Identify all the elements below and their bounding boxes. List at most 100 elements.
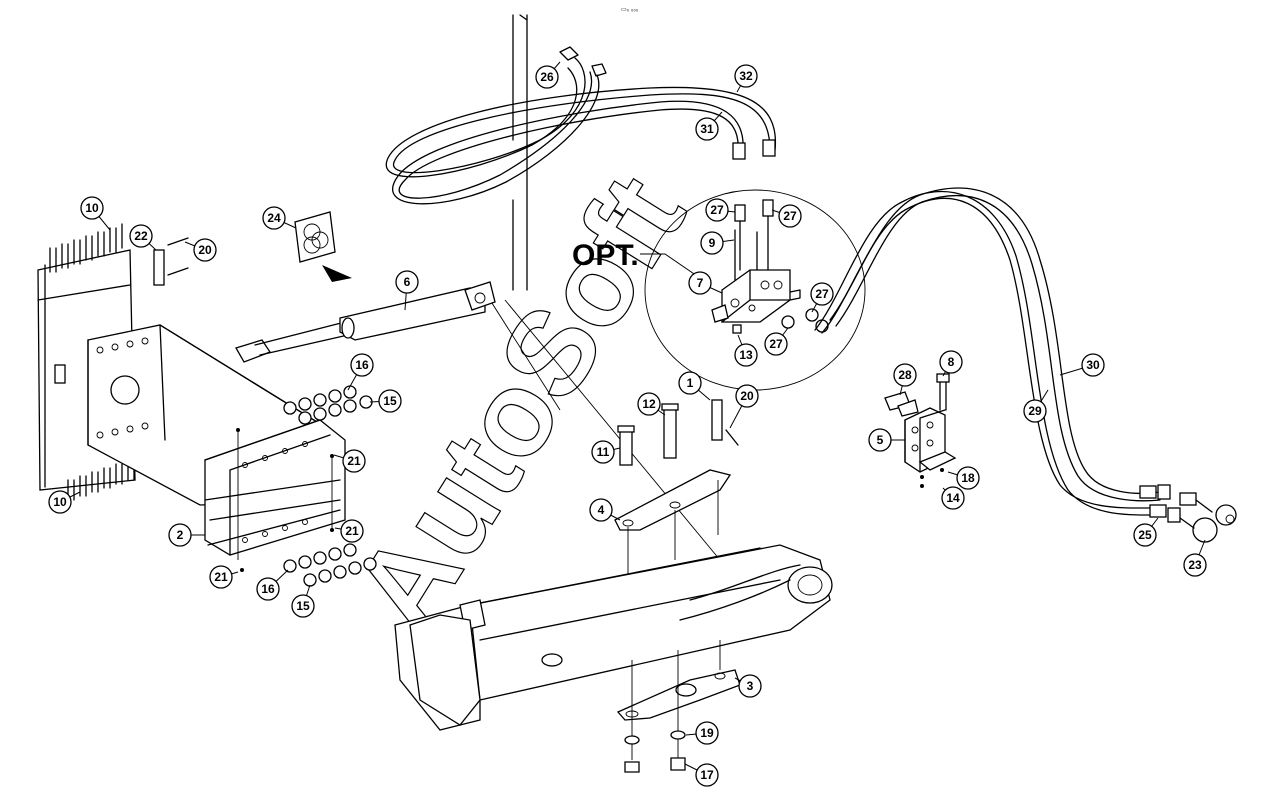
callout-16: 16: [347, 353, 374, 391]
callout-circle: [700, 231, 724, 255]
callout-27: 27: [705, 198, 736, 222]
callout-14: 14: [941, 486, 965, 510]
callout-19: 19: [685, 721, 719, 745]
callout-circle: [291, 594, 315, 618]
callout-2: 2: [168, 523, 205, 547]
callout-4: 4: [589, 498, 621, 522]
callout-21: 21: [334, 519, 364, 543]
callout-1: 1: [678, 371, 711, 401]
callout-circle: [738, 674, 762, 698]
callout-circle: [695, 721, 719, 745]
callout-circle: [637, 392, 661, 416]
hydraulic-cylinder-6: [235, 281, 496, 363]
callout-11: 11: [591, 440, 621, 464]
main-arm-assembly: [394, 544, 833, 731]
callout-circle: [193, 238, 217, 262]
callout-18: 18: [947, 466, 980, 490]
hydraulic-hoses-right: [814, 187, 1237, 543]
callout-circle: [378, 389, 402, 413]
callout-23: 23: [1183, 539, 1207, 577]
callout-circle: [129, 224, 153, 248]
nut-set-lower: [283, 543, 377, 587]
callout-circle: [340, 519, 364, 543]
callout-number: 24: [267, 211, 281, 225]
callout-6: 6: [395, 270, 419, 311]
callout-number: 17: [700, 768, 714, 782]
callout-circle: [735, 384, 759, 408]
callout-32: 32: [734, 64, 758, 93]
callout-15: 15: [291, 584, 315, 618]
callout-circle: [350, 353, 374, 377]
callout-number: 26: [540, 70, 554, 84]
callout-number: 9: [709, 236, 716, 250]
callout-number: 31: [700, 122, 714, 136]
callout-circle: [209, 565, 233, 589]
callout-28: 28: [893, 363, 917, 396]
callout-number: 27: [783, 209, 797, 223]
callout-number: 14: [946, 491, 960, 505]
callout-circle: [734, 343, 758, 367]
left-frame-assembly: [37, 223, 346, 556]
callout-circle: [256, 577, 280, 601]
callout-circle: [939, 350, 963, 374]
callout-number: 4: [598, 503, 605, 517]
callout-number: 32: [739, 69, 753, 83]
callout-17: 17: [684, 763, 719, 787]
callout-circle: [893, 363, 917, 387]
callout-circle: [705, 198, 729, 222]
callout-29: 29: [1023, 389, 1049, 423]
callout-number: 11: [597, 445, 610, 459]
callout-circle: [956, 466, 980, 490]
callout-circle: [734, 64, 758, 88]
callout-number: 3: [747, 679, 754, 693]
callout-number: 8: [948, 355, 955, 369]
callout-circle: [695, 763, 719, 787]
callout-number: 18: [961, 471, 975, 485]
callout-circle: [80, 196, 104, 220]
callout-22: 22: [129, 224, 157, 251]
callout-circle: [1183, 553, 1207, 577]
callout-number: 28: [898, 368, 912, 382]
seal-kit-24: [294, 211, 336, 263]
callout-13: 13: [734, 334, 758, 367]
callout-circle: [678, 371, 702, 395]
callout-21: 21: [333, 449, 366, 473]
callout-number: 27: [769, 337, 783, 351]
callout-circle: [1081, 353, 1105, 377]
bracket-part-5: [884, 373, 957, 488]
washers-21: [236, 428, 334, 572]
callout-circle: [1133, 523, 1157, 547]
callout-number: 27: [815, 287, 829, 301]
hydraulic-hoses-upper: [385, 46, 777, 205]
callout-30: 30: [1059, 353, 1105, 377]
callout-number: 2: [177, 528, 184, 542]
callout-circle: [695, 117, 719, 141]
nuts-17-19: [624, 730, 686, 773]
callout-25: 25: [1133, 517, 1159, 547]
callout-number: 7: [697, 276, 704, 290]
pins-11-12-1: [617, 399, 739, 466]
callout-number: 10: [53, 495, 67, 509]
callout-circle: [262, 206, 286, 230]
callout-circle: [941, 486, 965, 510]
callout-number: 20: [198, 243, 212, 257]
header-mark: ▭₀ ₀₀₀: [621, 7, 639, 13]
bolt-set-top: [49, 223, 123, 273]
callout-16: 16: [256, 569, 289, 601]
callout-circle: [764, 332, 788, 356]
callout-number: 12: [642, 397, 656, 411]
callout-number: 16: [355, 358, 369, 372]
callout-7: 7: [688, 271, 723, 295]
callout-number: 21: [214, 570, 228, 584]
callout-number: 20: [740, 389, 754, 403]
callout-number: 21: [345, 524, 359, 538]
bolt-set-bottom: [67, 459, 135, 501]
callout-number: 15: [383, 394, 397, 408]
nut-set-upper: [283, 385, 373, 425]
callout-circle: [591, 440, 615, 464]
callout-circle: [535, 65, 559, 89]
plate-3: [616, 640, 741, 760]
plate-4: [614, 469, 732, 575]
